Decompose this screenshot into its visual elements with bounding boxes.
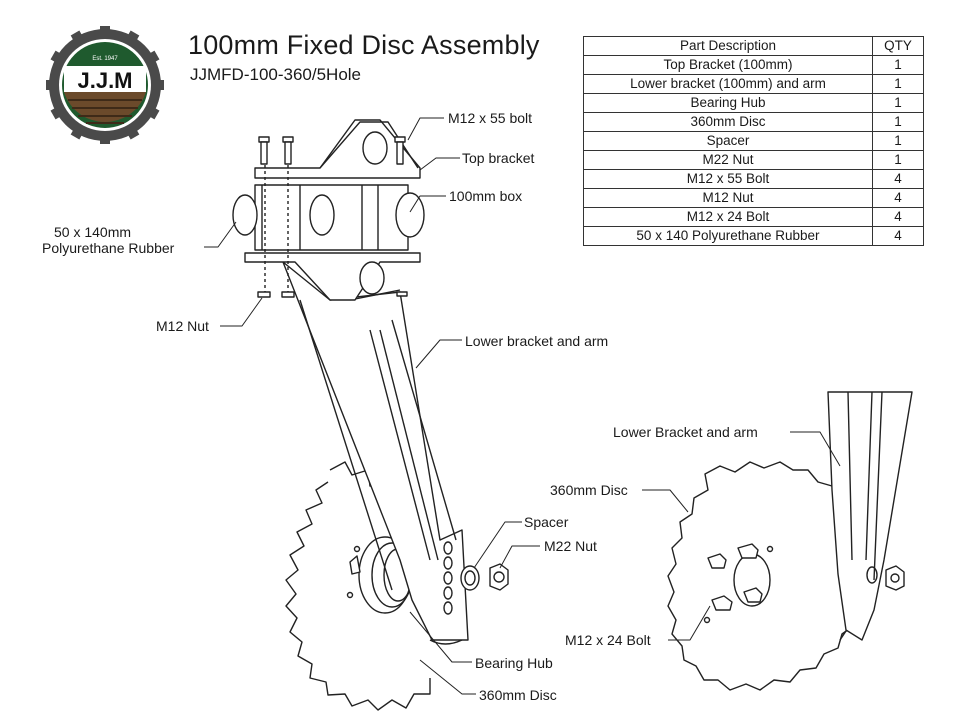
jjm-logo: Est. 1947 J.J.M xyxy=(46,26,164,144)
label-bearing-hub: Bearing Hub xyxy=(475,655,553,671)
label-rubber-material: Polyurethane Rubber xyxy=(42,240,175,256)
parts-list-table: Part Description QTY Top Bracket (100mm)… xyxy=(583,36,924,246)
label-top-bracket: Top bracket xyxy=(462,150,535,166)
bolts-m12x55 xyxy=(258,136,406,292)
logo-est-text: Est. 1947 xyxy=(92,56,118,62)
spacer xyxy=(460,565,480,591)
label-right-360mm-disc: 360mm Disc xyxy=(550,482,628,498)
part-description: 360mm Disc xyxy=(583,112,873,132)
right-hub-bolts xyxy=(707,543,763,611)
label-m12x55-bolt: M12 x 55 bolt xyxy=(448,110,533,126)
table-row: Top Bracket (100mm)1 xyxy=(583,55,924,75)
box-100mm xyxy=(232,184,425,251)
m22-nut xyxy=(489,563,509,591)
label-rubber-size: 50 x 140mm xyxy=(54,224,132,240)
label-spacer: Spacer xyxy=(524,514,569,530)
logo-cog xyxy=(46,26,164,144)
part-number: JJMFD-100-360/5Hole xyxy=(190,65,362,84)
left-disc-hole xyxy=(353,545,361,553)
right-disc xyxy=(667,461,869,691)
top-bracket xyxy=(254,119,421,179)
label-m12x24-bolt: M12 x 24 Bolt xyxy=(565,632,651,648)
header-part-description: Part Description xyxy=(583,36,873,56)
right-lower-bracket-arm xyxy=(827,391,913,641)
label-right-lower-bracket-arm: Lower Bracket and arm xyxy=(613,424,758,440)
part-qty: 1 xyxy=(872,112,924,132)
label-m12-nut: M12 Nut xyxy=(156,318,209,334)
m12-nuts xyxy=(257,291,408,298)
part-qty: 4 xyxy=(872,226,924,246)
part-description: Spacer xyxy=(583,131,873,151)
part-description: Bearing Hub xyxy=(583,93,873,113)
part-description: Top Bracket (100mm) xyxy=(583,55,873,75)
label-m22-nut: M22 Nut xyxy=(544,538,597,554)
part-description: 50 x 140 Polyurethane Rubber xyxy=(583,226,873,246)
left-disc-hole xyxy=(346,591,354,599)
leader-lines-right xyxy=(642,431,841,641)
label-lower-bracket-arm: Lower bracket and arm xyxy=(465,333,609,349)
label-100mm-box: 100mm box xyxy=(449,188,523,204)
drawing-title: 100mm Fixed Disc Assembly xyxy=(188,30,540,60)
lower-bracket-top-plate xyxy=(244,252,421,301)
right-m22-nut xyxy=(885,565,905,591)
logo-brand-text: J.J.M xyxy=(77,68,132,93)
label-360mm-disc: 360mm Disc xyxy=(479,687,557,703)
leader-lines-left xyxy=(204,117,540,695)
